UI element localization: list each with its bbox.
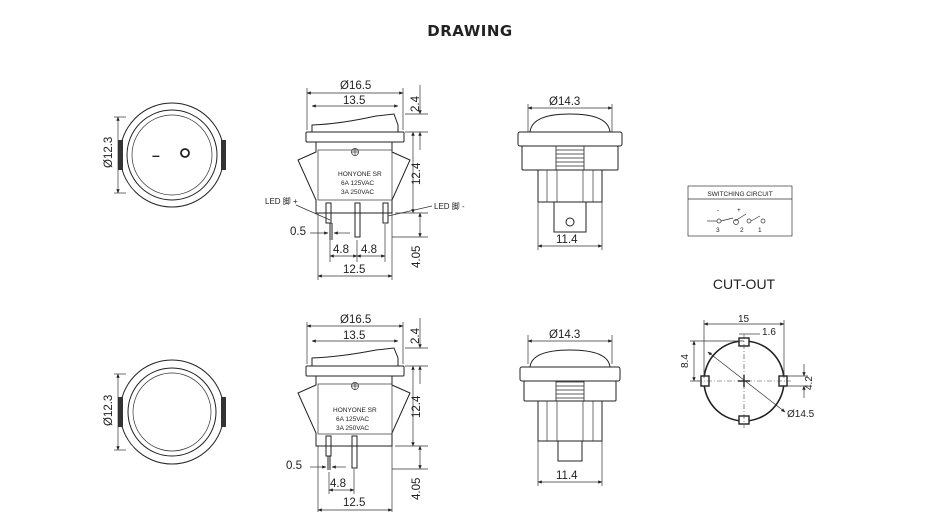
bottom-h-rocker: 2.4 (410, 327, 422, 344)
end-view-top: Ø14.3 11.4 (517, 96, 623, 250)
side-view-bottom: Ø16.5 13.5 HONYONE SR 6A 125VAC 3A 250VA… (286, 314, 428, 512)
switching-pin-1: 1 (758, 227, 762, 234)
top-led-left: LED 脚 + (265, 196, 298, 206)
bottom-h-body: 12.4 (411, 395, 423, 418)
top-body-text-2: 6A 125VAC (341, 180, 374, 187)
top-pin-w: 0.5 (290, 226, 306, 238)
top-led-right: LED 脚 - (434, 201, 465, 211)
bottom-d-outer: Ø16.5 (340, 314, 371, 326)
cutout-dia: Ø14.5 (787, 409, 815, 420)
switching-circuit: SWITCHING CIRCUIT - + 3 2 1 (687, 185, 793, 237)
bottom-body-text-1: HONYONE SR (333, 407, 377, 414)
top-h-rocker: 2.4 (410, 95, 422, 112)
bottom-pin-w: 0.5 (286, 460, 302, 472)
end-top-d: Ø14.3 (549, 96, 580, 108)
front-bottom-dia: Ø12.3 (103, 395, 115, 426)
end-bottom-d: Ø14.3 (549, 329, 580, 341)
cutout-w: 15 (738, 314, 750, 325)
front-top-dia: Ø12.3 (103, 137, 115, 168)
drawing-title: DRAWING (427, 22, 513, 40)
off-symbol: – (152, 147, 160, 163)
on-symbol (180, 148, 190, 158)
top-pitch-1: 4.8 (333, 244, 349, 256)
front-view-bottom: Ø12.3 (103, 359, 226, 465)
cutout-key-h: 4.2 (804, 376, 815, 390)
cutout-key-w: 1.6 (762, 327, 776, 338)
switching-minus: - (717, 207, 719, 214)
switching-pin-3: 3 (716, 227, 720, 234)
bottom-body-text-3: 3A 250VAC (336, 425, 369, 432)
top-pitch-2: 4.8 (361, 244, 377, 256)
bottom-body-text-2: 6A 125VAC (336, 416, 369, 423)
top-body-text-1: HONYONE SR (338, 171, 382, 178)
top-body-text-3: 3A 250VAC (341, 189, 374, 196)
top-pin-h: 4.05 (411, 246, 423, 268)
bottom-total-w: 12.5 (343, 497, 365, 509)
side-view-top: Ø16.5 13.5 HONYONE SR 6A 125VAC 3A 250VA… (265, 80, 465, 280)
top-total-w: 12.5 (343, 264, 365, 276)
switching-plus: + (737, 207, 741, 214)
bottom-w-rocker: 13.5 (343, 330, 365, 342)
top-w-rocker: 13.5 (343, 95, 365, 107)
front-view-top: – Ø12.3 (103, 102, 226, 208)
cutout-h: 8.4 (680, 354, 691, 368)
cutout-diagram: CUT-OUT 15 1.6 8.4 4.2 Ø14.5 (680, 276, 815, 428)
bottom-pin-h: 4.05 (411, 478, 423, 500)
end-view-bottom: Ø14.3 11.4 (519, 329, 621, 486)
bottom-pitch-1: 4.8 (330, 478, 346, 490)
switching-title: SWITCHING CIRCUIT (707, 191, 772, 198)
cutout-title: CUT-OUT (713, 276, 776, 292)
end-bottom-w: 11.4 (556, 470, 578, 482)
switching-pin-2: 2 (740, 227, 744, 234)
top-d-outer: Ø16.5 (340, 80, 371, 92)
end-top-w: 11.4 (556, 234, 578, 246)
top-h-body: 12.4 (411, 162, 423, 185)
